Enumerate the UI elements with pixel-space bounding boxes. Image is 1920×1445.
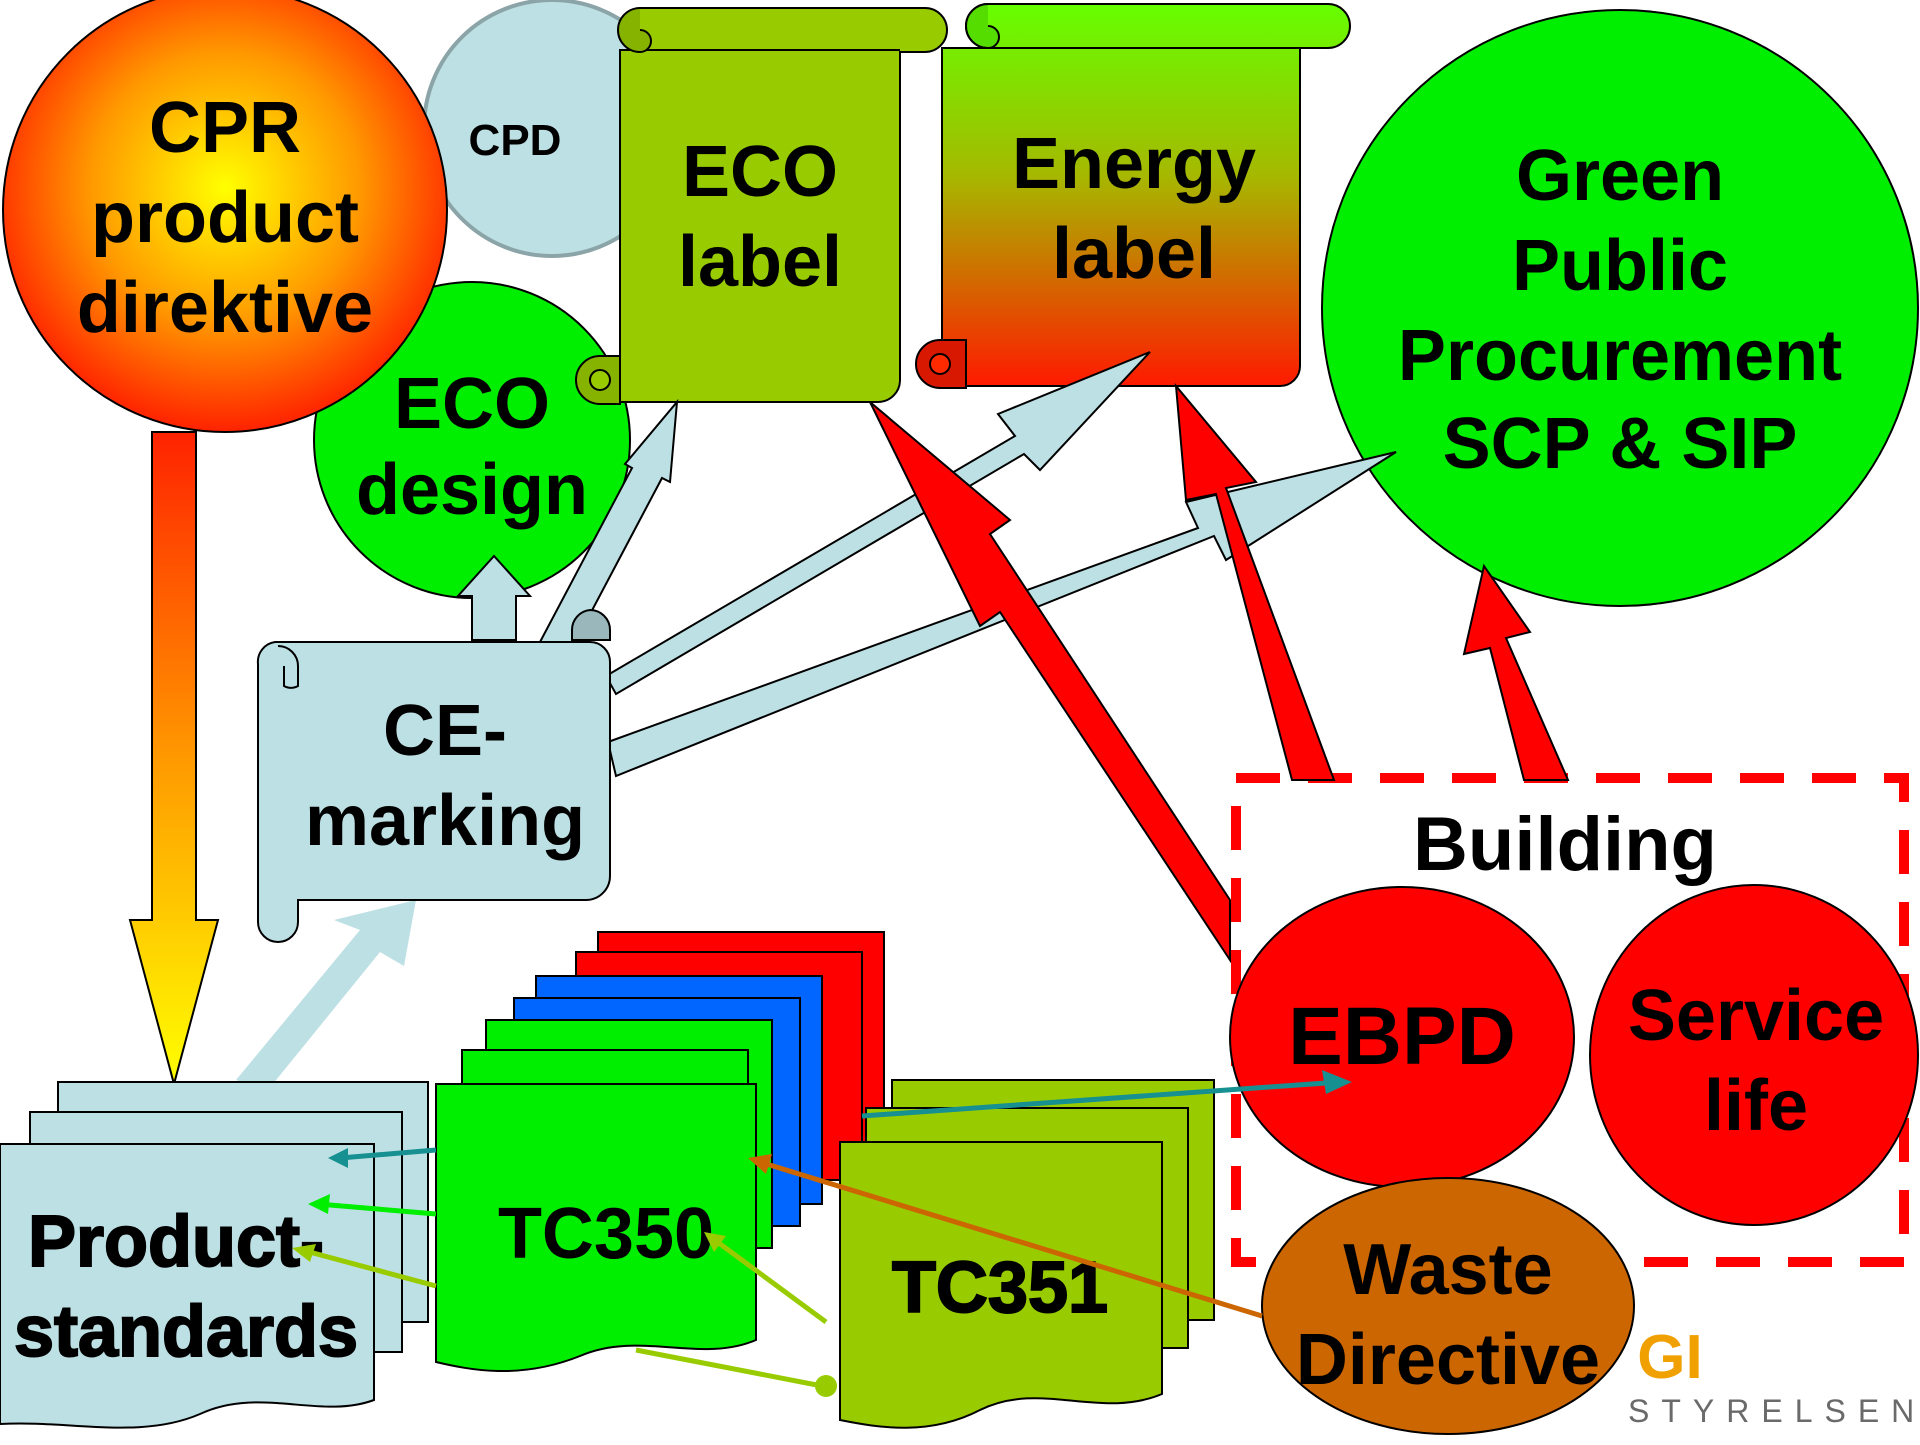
service-life-node: Service life: [1589, 884, 1919, 1226]
arrow-standards-to-ce: [236, 900, 416, 1090]
gpp-line-4: SCP & SIP: [1443, 404, 1798, 484]
service-life-line-2: life: [1704, 1066, 1808, 1146]
eco-label-line-2: label: [678, 222, 842, 302]
ce-marking-scroll: CE- marking: [256, 608, 611, 943]
gi-styrelsen-logo: GI STYRELSEN: [1628, 1323, 1920, 1429]
connector-tc350-to-ebpd: [861, 1079, 1341, 1119]
product-standards-line-1: Product-: [28, 1202, 324, 1282]
connector-tc350-to-tc351: [635, 1347, 823, 1389]
eco-design-node: ECO design: [313, 281, 631, 599]
cpr-line-2: product: [91, 178, 359, 258]
eco-label-scroll: ECO label: [575, 7, 948, 405]
arrow-ce-to-eco-design: [455, 554, 533, 641]
arrow-building-to-energy-label: [1174, 382, 1336, 781]
ce-marking-line-1: CE-: [383, 691, 507, 771]
cpr-node: CPR product direktive: [2, 0, 448, 433]
ebpd-label: EBPD: [1288, 991, 1516, 1082]
cpd-label: CPD: [469, 116, 562, 165]
logo-wordmark: STYRELSEN: [1628, 1393, 1920, 1429]
waste-directive-node: Waste Directive: [1261, 1177, 1635, 1435]
ebpd-node: EBPD: [1229, 886, 1575, 1188]
gpp-line-3: Procurement: [1398, 316, 1842, 396]
tc351-label: TC351: [892, 1248, 1108, 1328]
gpp-line-1: Green: [1516, 136, 1724, 216]
building-box: Building: [1231, 773, 1909, 1267]
product-standards-line-2: standards: [14, 1292, 358, 1372]
ce-marking-line-2: marking: [305, 781, 585, 861]
building-label: Building: [1413, 802, 1717, 887]
arrow-ebpd-to-eco-label: [869, 401, 1231, 964]
product-standards-stack: Product- standards: [0, 1081, 429, 1429]
energy-label-line-2: label: [1052, 214, 1216, 294]
arrow-ce-to-energy-label: [604, 351, 1151, 696]
thin-connectors: [292, 1070, 1352, 1397]
gpp-line-2: Public: [1512, 226, 1728, 306]
tc350-label: TC350: [498, 1194, 714, 1274]
eco-label-line-1: ECO: [682, 132, 838, 212]
arrow-building-to-gpp: [1462, 563, 1570, 781]
waste-directive-line-1: Waste: [1343, 1230, 1552, 1310]
connector-tc351-to-tc350: [710, 1235, 828, 1325]
connector-tc350-to-standards-olive: [301, 1247, 437, 1289]
connector-tc350-to-standards-teal: [339, 1147, 437, 1161]
cpr-line-1: CPR: [149, 88, 301, 168]
cpr-down-arrow: [128, 431, 220, 1088]
eco-design-line-1: ECO: [394, 364, 550, 444]
red-arrows: [869, 382, 1570, 964]
service-life-line-1: Service: [1628, 976, 1884, 1056]
energy-label-line-1: Energy: [1012, 124, 1256, 204]
connector-tc350-to-standards-green: [317, 1201, 437, 1217]
gpp-node: Green Public Procurement SCP & SIP: [1321, 9, 1919, 607]
tc350-front: TC350: [435, 1083, 757, 1373]
cpr-line-3: direktive: [77, 268, 373, 348]
tc351-stack: TC351: [839, 1079, 1215, 1429]
energy-label-scroll: Energy label: [915, 3, 1351, 389]
connector-waste-to-tc350: [759, 1159, 1263, 1319]
waste-directive-line-2: Directive: [1296, 1320, 1600, 1400]
logo-mark: GI: [1637, 1323, 1702, 1392]
eco-design-line-2: design: [356, 450, 588, 530]
